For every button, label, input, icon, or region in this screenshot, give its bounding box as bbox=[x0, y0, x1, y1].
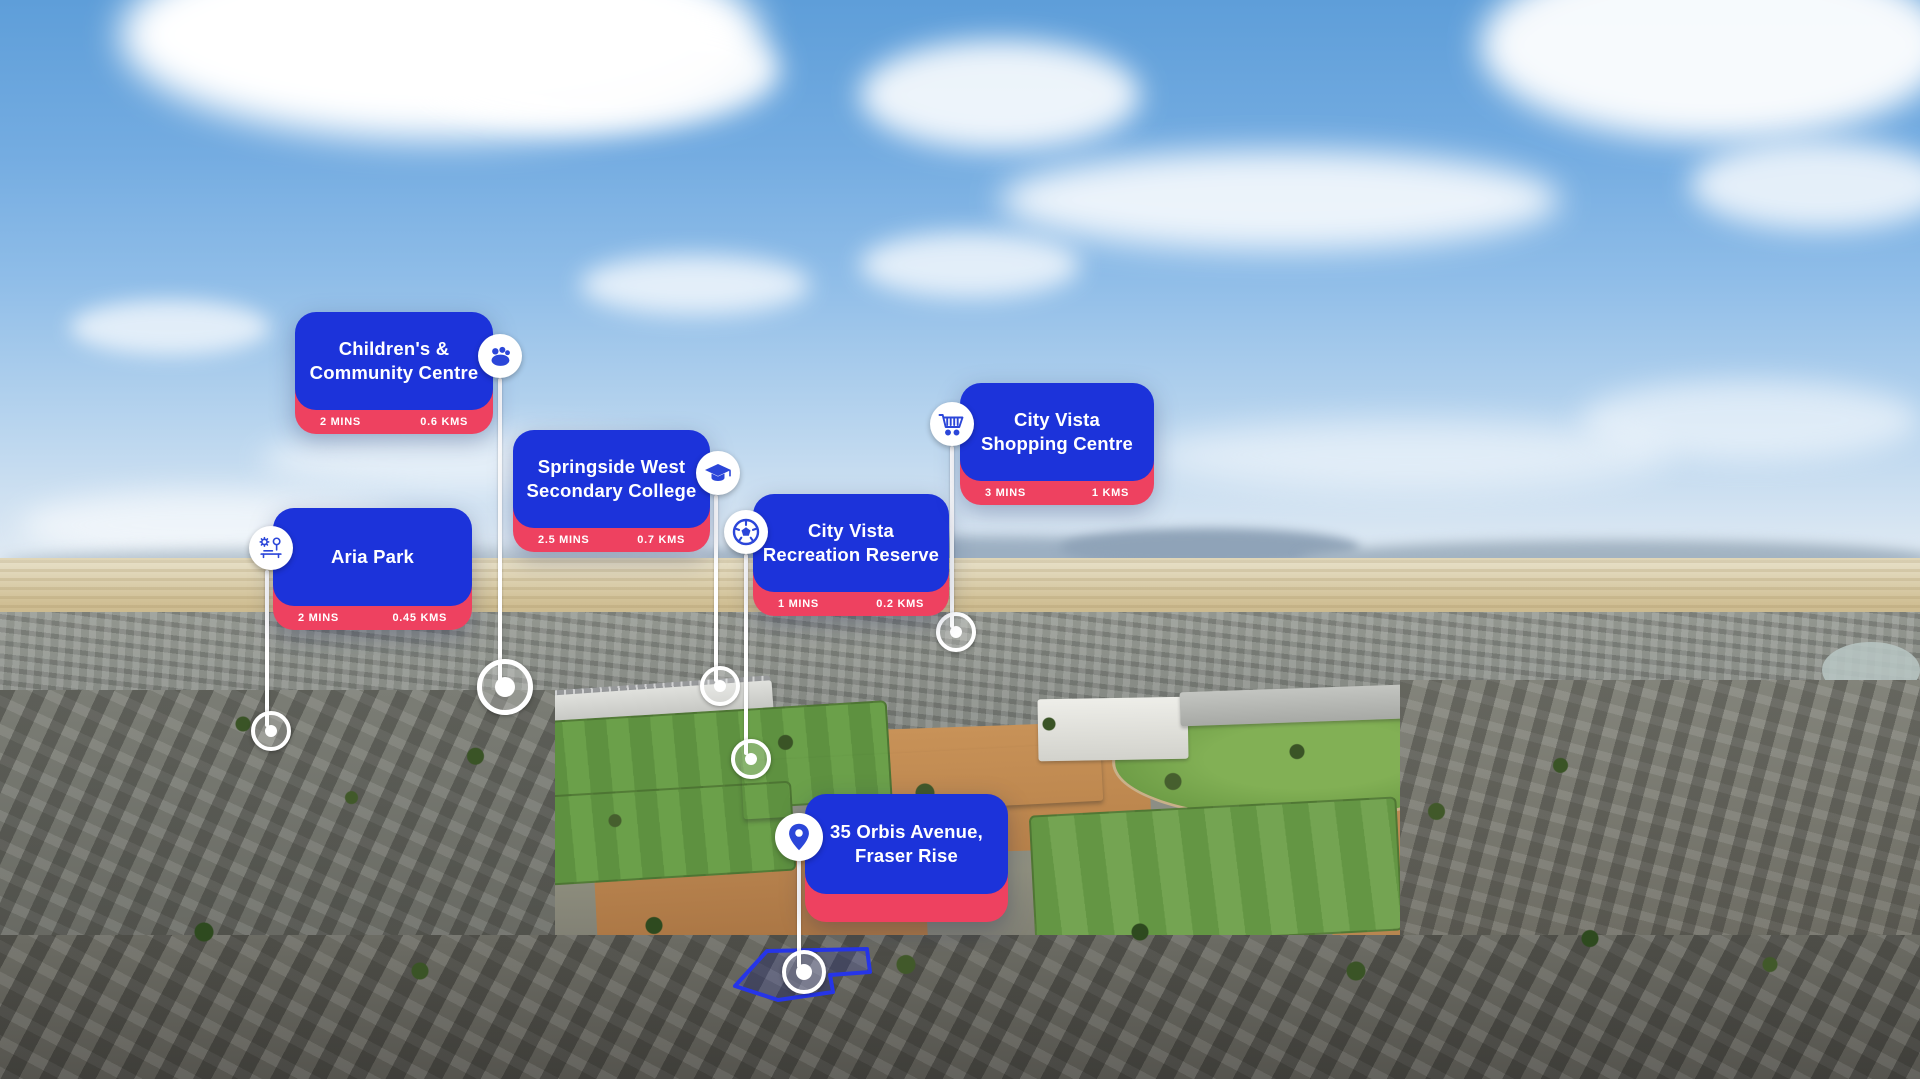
distance: 0.7 KMS bbox=[637, 534, 685, 546]
badge-title: 35 Orbis Avenue, Fraser Rise bbox=[805, 794, 1008, 894]
cloud bbox=[420, 10, 780, 130]
drive-time: 2 MINS bbox=[298, 612, 339, 624]
leader-line bbox=[265, 570, 269, 727]
shopping-cart-icon bbox=[930, 402, 974, 446]
map-marker bbox=[782, 950, 826, 994]
poi-badge: 2 MINS 0.45 KMS Aria Park bbox=[273, 508, 472, 630]
white-building bbox=[1037, 696, 1189, 762]
cloud bbox=[1580, 380, 1920, 460]
drive-time: 1 MINS bbox=[778, 598, 819, 610]
map-marker bbox=[477, 659, 533, 715]
badge-title: City Vista Shopping Centre bbox=[960, 383, 1154, 481]
cloud bbox=[70, 300, 270, 355]
leader-line bbox=[950, 446, 954, 628]
badge-title: Springside West Secondary College bbox=[513, 430, 710, 528]
map-marker bbox=[731, 739, 771, 779]
badge-title: Children's & Community Centre bbox=[295, 312, 493, 410]
distance: 0.6 KMS bbox=[420, 416, 468, 428]
soccer-ball-icon bbox=[724, 510, 768, 554]
map-marker bbox=[936, 612, 976, 652]
drive-time: 3 MINS bbox=[985, 487, 1026, 499]
distance: 0.45 KMS bbox=[392, 612, 447, 624]
map-marker bbox=[251, 711, 291, 751]
leader-line bbox=[744, 554, 748, 755]
distance: 1 KMS bbox=[1091, 487, 1129, 499]
badge-title: City Vista Recreation Reserve bbox=[753, 494, 949, 592]
cloud bbox=[580, 255, 810, 315]
cloud bbox=[1150, 420, 1670, 490]
cloud bbox=[1690, 140, 1920, 230]
people-group-icon bbox=[478, 334, 522, 378]
property-badge: 35 Orbis Avenue, Fraser Rise bbox=[805, 794, 1008, 922]
cloud bbox=[860, 232, 1080, 298]
drive-time: 2.5 MINS bbox=[538, 534, 590, 546]
park-icon bbox=[249, 526, 293, 570]
residential-area bbox=[0, 935, 1920, 1079]
badge-title: Aria Park bbox=[273, 508, 472, 606]
poi-badge: 3 MINS 1 KMS City Vista Shopping Centre bbox=[960, 383, 1154, 505]
leader-line bbox=[498, 378, 502, 682]
cloud bbox=[860, 40, 1140, 150]
distance: 0.2 KMS bbox=[876, 598, 924, 610]
sports-field bbox=[1028, 796, 1404, 950]
map-marker bbox=[700, 666, 740, 706]
graduation-cap-icon bbox=[696, 451, 740, 495]
poi-badge: 2 MINS 0.6 KMS Children's & Community Ce… bbox=[295, 312, 493, 434]
location-pin-icon bbox=[775, 813, 823, 861]
drive-time: 2 MINS bbox=[320, 416, 361, 428]
poi-badge: 1 MINS 0.2 KMS City Vista Recreation Res… bbox=[753, 494, 949, 616]
cloud bbox=[1000, 150, 1560, 250]
leader-line bbox=[714, 495, 718, 682]
poi-badge: 2.5 MINS 0.7 KMS Springside West Seconda… bbox=[513, 430, 710, 552]
